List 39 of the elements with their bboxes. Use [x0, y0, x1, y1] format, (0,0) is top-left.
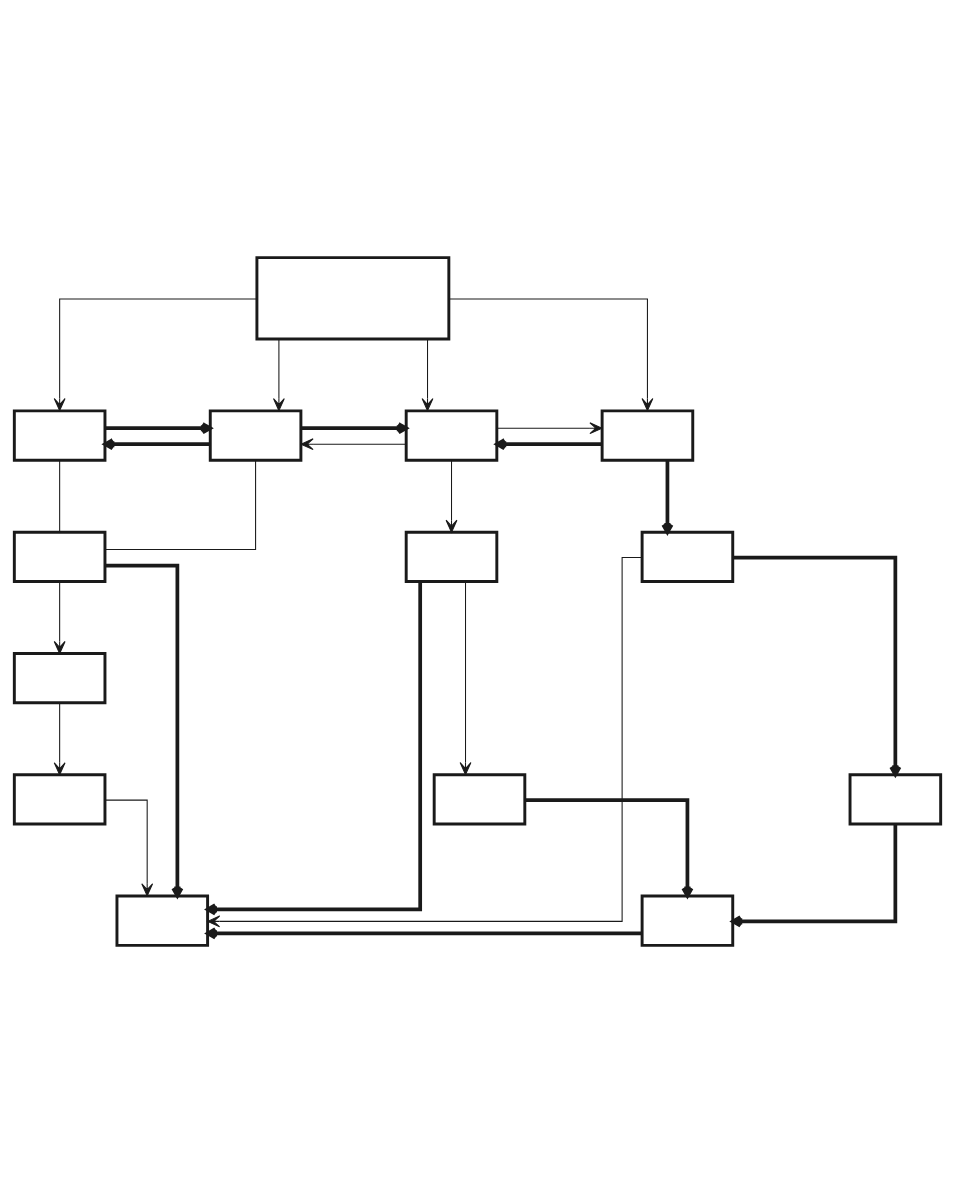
arrow	[205, 926, 642, 939]
node-box	[404, 408, 498, 462]
arrow	[660, 460, 673, 534]
arrow	[524, 797, 693, 898]
node-box	[404, 530, 498, 583]
node-box	[848, 772, 942, 826]
arrow	[732, 555, 901, 776]
arrow	[272, 338, 285, 411]
connector	[104, 459, 256, 550]
node-box	[208, 408, 302, 462]
node-box	[640, 530, 734, 583]
arrow	[53, 297, 257, 411]
arrow	[459, 580, 471, 775]
arrow	[300, 437, 407, 450]
arrow	[421, 338, 433, 411]
node-box	[12, 772, 106, 826]
arrow	[300, 421, 408, 434]
node-box	[254, 255, 450, 340]
arrow	[102, 437, 210, 450]
arrow	[104, 421, 212, 434]
node-box	[12, 530, 106, 583]
arrow	[53, 702, 66, 775]
arrow	[730, 823, 897, 927]
arrow	[206, 556, 643, 927]
arrow	[445, 459, 457, 533]
connector	[58, 459, 60, 533]
arrow	[205, 581, 422, 915]
node-box	[115, 894, 209, 947]
arrow	[104, 563, 183, 898]
node-box	[640, 894, 734, 947]
arrow	[495, 421, 602, 434]
arrow	[447, 297, 653, 411]
node-box	[600, 408, 694, 462]
node-box	[432, 772, 526, 826]
arrow	[494, 437, 602, 450]
arrow	[53, 580, 66, 654]
arrow	[104, 799, 153, 896]
node-box	[12, 651, 106, 704]
node-box	[12, 408, 106, 462]
